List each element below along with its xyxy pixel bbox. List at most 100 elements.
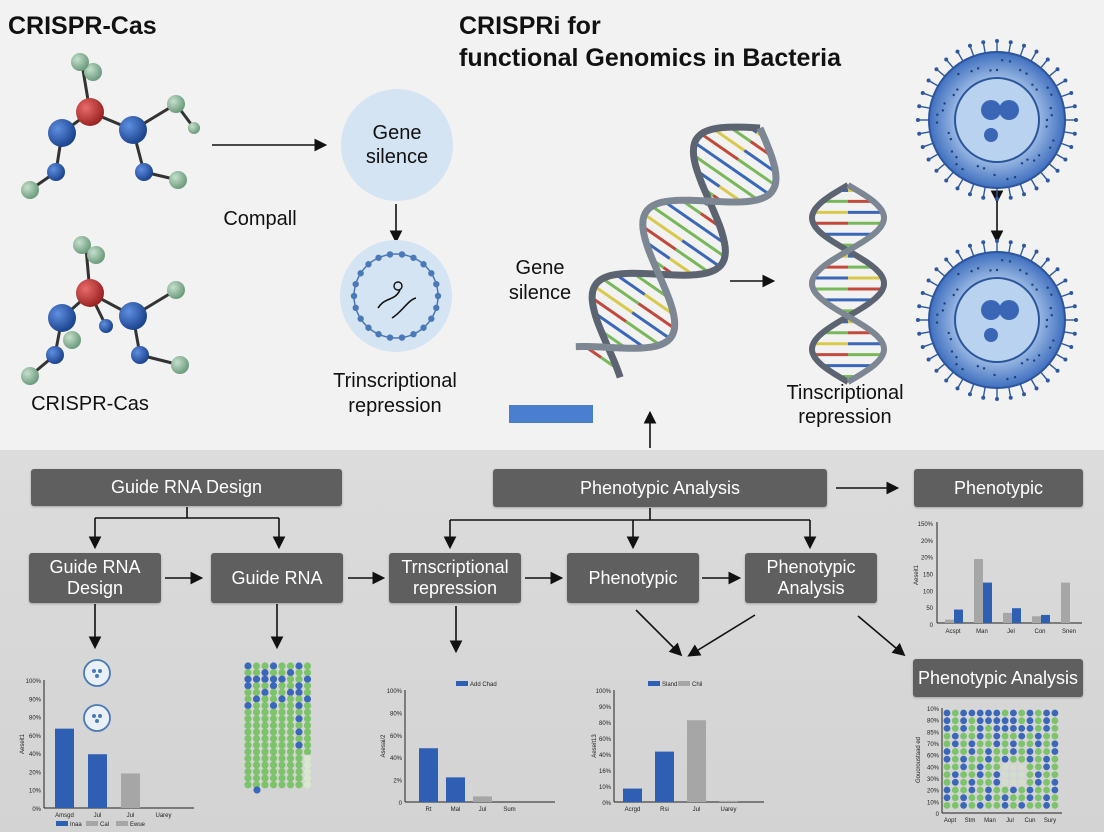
colony-dot [286, 754, 295, 763]
colony-dot [244, 708, 252, 716]
y-tick-label: 10% [29, 789, 42, 795]
heatmap-dot [1026, 771, 1034, 778]
heatmap-dot [1010, 786, 1017, 794]
heatmap-dot [943, 732, 951, 740]
heatmap-dot [976, 755, 984, 763]
cell-pilus [1040, 371, 1048, 381]
heatmap-dot [993, 709, 1001, 717]
colony-dot [261, 741, 269, 749]
heatmap-dot-grid: 10%80%85%70%60%40%30%20%10%0Goucroustaad… [916, 707, 1062, 824]
cell-pilus [1055, 153, 1065, 160]
cell-speck [982, 367, 986, 370]
cell-speck [1001, 259, 1004, 262]
y-tick-label: 0 [936, 812, 940, 818]
guide-rna-box[interactable]: Guide RNA [211, 553, 343, 603]
x-tick-label: Snen [1062, 629, 1076, 635]
bar [954, 609, 963, 623]
heatmap-dot [1018, 794, 1026, 802]
colony-dot [252, 781, 261, 789]
dna-base-pair [614, 273, 646, 296]
heatmap-dot [1010, 755, 1017, 763]
phenotypic-analysis-top-box[interactable]: Phenotypic Analysis [493, 469, 827, 507]
dna-base-pair [643, 213, 683, 242]
cell-pilus-tip [1034, 49, 1039, 54]
dna-gene-label-l1: Gene [515, 257, 565, 279]
phenotypic-analysis-right-box[interactable]: Phenotypic Analysis [913, 659, 1083, 697]
cell-speck [1037, 354, 1041, 357]
colony-dot [295, 748, 303, 756]
heatmap-dot [1026, 794, 1034, 802]
colony-dot [252, 695, 261, 703]
colony-dot [278, 735, 286, 743]
colony-dot [244, 774, 252, 782]
heatmap-dot [985, 794, 992, 802]
colony-dot [295, 781, 303, 789]
cell-speck [970, 70, 973, 73]
heatmap-dot [1034, 771, 1042, 778]
cell-speck [1031, 83, 1034, 86]
blue-bar-marker [509, 405, 593, 423]
heatmap-dot [960, 778, 967, 786]
cell-speck [1037, 154, 1041, 157]
cell-pilus-tip [920, 290, 925, 295]
y-tick-label: 0% [32, 807, 41, 813]
colony-dot-grid [244, 662, 312, 794]
cell-pilus [929, 80, 939, 87]
ring-dot [433, 304, 440, 312]
cell-speck [1025, 72, 1028, 75]
colony-dot [269, 735, 278, 743]
cell-speck [989, 269, 992, 272]
colony-dot [261, 774, 269, 782]
y-axis-label: Goucroustaad ed [916, 737, 922, 783]
phenotypic-top-right-box[interactable]: Phenotypic [914, 469, 1083, 507]
cell-pilus-tip [955, 386, 960, 391]
heatmap-dot [1010, 802, 1017, 809]
cell-pilus-tip [955, 186, 960, 191]
colony-dot [269, 675, 278, 683]
heatmap-dot [985, 771, 992, 778]
heatmap-dot [993, 717, 1001, 725]
guide-rna-design-top-box[interactable]: Guide RNA Design [31, 469, 342, 506]
cell-pilus-tip [944, 178, 949, 183]
trnscriptional-text-l2: repression [412, 578, 498, 598]
phenotypic-mid-box[interactable]: Phenotypic [567, 553, 699, 603]
heatmap-dot [1001, 786, 1009, 794]
colony-dot [303, 768, 312, 776]
trinscriptional-label-l2: repression [348, 395, 442, 417]
colony-dot [303, 721, 312, 730]
colony-dot [244, 761, 252, 769]
heatmap-dot [1026, 802, 1034, 809]
colony-dot [261, 702, 269, 710]
cell-speck [1006, 177, 1009, 181]
legend-swatch [86, 821, 98, 826]
heatmap-dot [951, 802, 959, 809]
cell-pilus-tip [1034, 386, 1039, 391]
cell-pilus [1055, 280, 1065, 287]
cell-speck [952, 93, 955, 97]
colony-dot [244, 662, 252, 670]
heatmap-dot [951, 786, 959, 794]
cell-pilus-tip [917, 331, 922, 336]
cell-speck [1049, 146, 1052, 149]
heatmap-dot [968, 717, 976, 725]
colony-dot [252, 761, 261, 769]
x-tick-label: Amsgd [55, 813, 74, 819]
cell-pilus-tip [1069, 345, 1074, 350]
colony-dot [286, 675, 295, 683]
heatmap-dot [960, 717, 967, 725]
heatmap-dot [976, 740, 984, 748]
colony-dot [295, 741, 303, 749]
heatmap-dot [985, 717, 992, 725]
colony-dot [261, 748, 269, 756]
colony-dot [269, 754, 278, 763]
heatmap-dot [1043, 778, 1050, 786]
heatmap-dot [960, 771, 967, 778]
heatmap-dot [1034, 725, 1042, 732]
bar [983, 582, 992, 623]
cell-pilus [920, 131, 931, 135]
colony-dot [269, 682, 278, 690]
colony-dot [244, 748, 252, 756]
